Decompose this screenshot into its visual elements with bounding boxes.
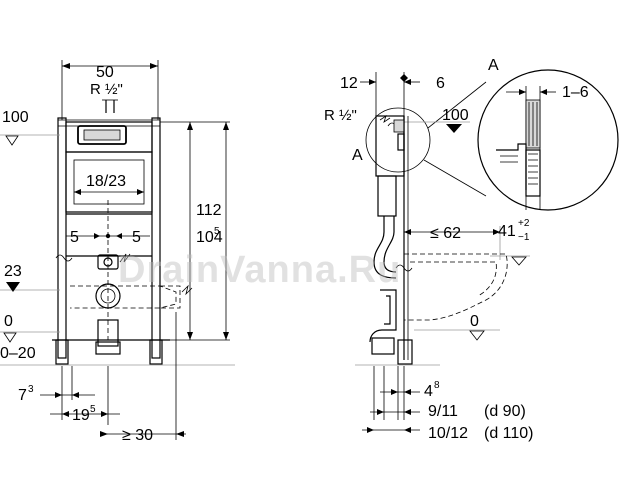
height-104-label: 104 [196,229,223,246]
dim-41-minus: −1 [518,232,530,243]
level-100-label: 100 [2,109,29,126]
detail-title-label: A [488,57,499,74]
detail-range-label: 1–6 [562,84,589,101]
frame-width-label: 50 [96,64,114,81]
dim-19-superscript: 5 [90,404,96,415]
height-112-label: 112 [196,202,222,219]
side-view: 12 6 R ½" A 100 ≤ 62 41 +2 −1 [324,72,534,442]
detail-marker-label: A [352,147,363,164]
water-connection-label: R ½" [90,81,123,98]
height-104-superscript: 5 [214,226,220,237]
offset-right-label: 5 [132,229,141,246]
dim-4-label: 4 [424,383,433,400]
dim-10-12-label: 10/12 [428,425,468,442]
min-distance-label: ≥ 30 [122,427,153,444]
flush-plate-size-label: 18/23 [86,173,126,190]
side-level-0-label: 0 [470,313,479,330]
offset-left-label: 5 [70,229,79,246]
level-0-label: 0 [4,313,13,330]
dim-41-plus: +2 [518,218,530,229]
dim-9-11-label: 9/11 [428,403,458,420]
front-view: 50 R ½" 18/23 5 5 [0,60,235,444]
side-connection-label: R ½" [324,107,357,124]
dim-12-label: 12 [340,75,358,92]
max-depth-label: ≤ 62 [430,225,461,242]
side-level-100-label: 100 [442,107,469,124]
floor-range-label: 0–20 [0,345,36,362]
dim-7-superscript: 3 [28,384,34,395]
note-d90-label: (d 90) [484,403,526,420]
detail-a-view: A 1–6 [477,57,619,211]
watermark: DrainVanna.Ru [118,249,401,291]
note-d110-label: (d 110) [484,425,534,442]
dim-6-label: 6 [436,75,445,92]
dim-19-label: 19 [72,407,90,424]
dim-7-label: 7 [18,387,27,404]
dim-4-superscript: 8 [434,380,440,391]
dim-41-label: 41 [498,223,516,240]
level-23-label: 23 [4,263,22,280]
